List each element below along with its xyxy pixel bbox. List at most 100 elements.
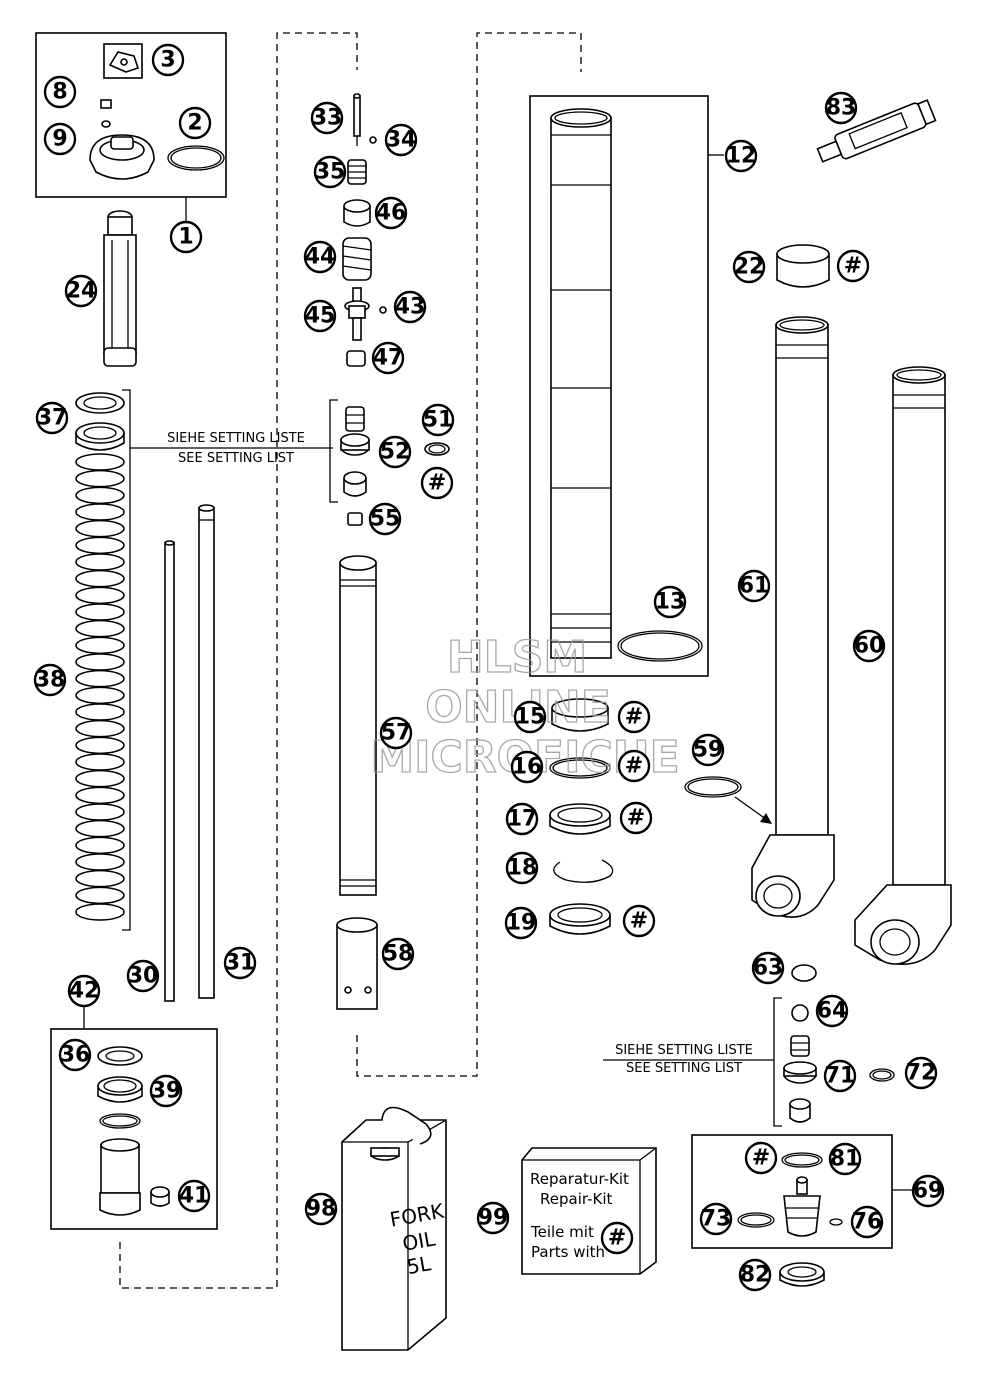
svg-text:98: 98	[306, 1197, 337, 1222]
svg-text:#: #	[627, 806, 645, 831]
svg-text:52: 52	[380, 440, 411, 465]
callout-57: 57	[379, 716, 413, 750]
spring-coil	[75, 619, 125, 638]
part-valve	[344, 287, 370, 341]
svg-text:38: 38	[35, 668, 66, 693]
svg-text:57: 57	[381, 721, 412, 746]
svg-text:59: 59	[693, 738, 724, 763]
callout-71: 71	[823, 1059, 857, 1093]
callout-34: 34	[384, 123, 418, 157]
svg-text:16: 16	[512, 755, 543, 780]
part-seal-stack	[549, 698, 614, 935]
callout-hash-17: #	[619, 801, 653, 835]
part-grease-tube	[816, 99, 937, 163]
spring-coil	[75, 686, 125, 705]
callout-42: 42	[67, 974, 101, 1008]
svg-text:47: 47	[373, 346, 404, 371]
part-outer-tube	[550, 108, 612, 659]
svg-text:8: 8	[52, 80, 67, 105]
spring-coil	[75, 603, 125, 621]
spring-coil	[75, 553, 125, 571]
part-fork-oil-can	[341, 1106, 447, 1351]
svg-text:2: 2	[187, 111, 202, 136]
callout-83: 83	[824, 91, 858, 125]
callout-98: 98	[304, 1192, 338, 1226]
svg-text:99: 99	[478, 1206, 509, 1231]
svg-text:45: 45	[305, 304, 336, 329]
spring-coil	[75, 786, 125, 805]
spring-coil	[75, 803, 125, 821]
spring-coil	[75, 486, 125, 505]
callout-12: 12	[724, 139, 758, 173]
svg-text:39: 39	[151, 1079, 182, 1104]
callout-hash-19: #	[622, 904, 656, 938]
part-bushing-sleeve	[336, 917, 378, 1010]
callout-8: 8	[43, 75, 77, 109]
callout-33: 33	[310, 101, 344, 135]
svg-text:9: 9	[52, 127, 67, 152]
part-needle	[353, 93, 361, 146]
svg-text:15: 15	[515, 705, 546, 730]
svg-text:76: 76	[852, 1210, 883, 1235]
spring-coil	[75, 536, 125, 555]
callout-35: 35	[313, 155, 347, 189]
spring-coil	[75, 453, 125, 471]
callout-52: 52	[378, 435, 412, 469]
svg-text:60: 60	[854, 634, 885, 659]
setting-note-de-lower: SIEHE SETTING LISTE	[615, 1043, 753, 1058]
callout-99: 99	[476, 1201, 510, 1235]
svg-text:33: 33	[312, 106, 343, 131]
svg-text:3: 3	[160, 48, 175, 73]
callout-46: 46	[374, 196, 408, 230]
svg-text:71: 71	[825, 1064, 856, 1089]
part-compression-valve	[783, 1004, 817, 1123]
part-small-spring	[347, 159, 367, 185]
callout-hash-15: #	[617, 700, 651, 734]
svg-text:42: 42	[69, 979, 100, 1004]
callout-hash-51: #	[420, 466, 454, 500]
kit-label-line1: Reparatur-Kit	[530, 1170, 629, 1188]
svg-text:43: 43	[395, 295, 426, 320]
svg-text:13: 13	[655, 590, 686, 615]
callout-58: 58	[381, 937, 415, 971]
callout-19: 19	[504, 906, 538, 940]
callout-2: 2	[178, 106, 212, 140]
callout-73: 73	[699, 1202, 733, 1236]
svg-text:#: #	[630, 909, 648, 934]
part-inner-tube-right	[854, 366, 952, 966]
callout-36: 36	[58, 1038, 92, 1072]
callout-72: 72	[904, 1056, 938, 1090]
callout-45: 45	[303, 299, 337, 333]
svg-text:#: #	[625, 705, 643, 730]
callout-3: 3	[151, 43, 185, 77]
part-fork-spring	[75, 453, 125, 921]
svg-text:73: 73	[701, 1207, 732, 1232]
part-inner-tube-left	[751, 316, 835, 918]
part-base-valve-group	[97, 1046, 170, 1216]
svg-text:12: 12	[726, 144, 757, 169]
svg-text:36: 36	[60, 1043, 91, 1068]
callout-9: 9	[43, 122, 77, 156]
callout-hash-81: #	[744, 1141, 778, 1175]
callout-60: 60	[852, 629, 886, 663]
callout-18: 18	[505, 851, 539, 885]
svg-text:22: 22	[734, 255, 765, 280]
callout-16: 16	[510, 750, 544, 784]
spring-coil	[75, 669, 125, 688]
svg-text:37: 37	[37, 406, 68, 431]
spring-coil	[75, 586, 125, 605]
kit-label-line2: Repair-Kit	[540, 1190, 612, 1208]
callout-51: 51	[421, 403, 455, 437]
svg-text:18: 18	[507, 856, 538, 881]
spring-coil	[75, 736, 125, 755]
svg-text:46: 46	[376, 201, 407, 226]
svg-text:58: 58	[383, 942, 414, 967]
svg-text:63: 63	[753, 956, 784, 981]
svg-text:81: 81	[830, 1147, 861, 1172]
callout-37: 37	[35, 401, 69, 435]
callout-63: 63	[751, 951, 785, 985]
spring-coil	[75, 769, 125, 788]
callout-1: 1	[169, 220, 203, 254]
callout-47: 47	[371, 341, 405, 375]
svg-text:24: 24	[66, 279, 97, 304]
